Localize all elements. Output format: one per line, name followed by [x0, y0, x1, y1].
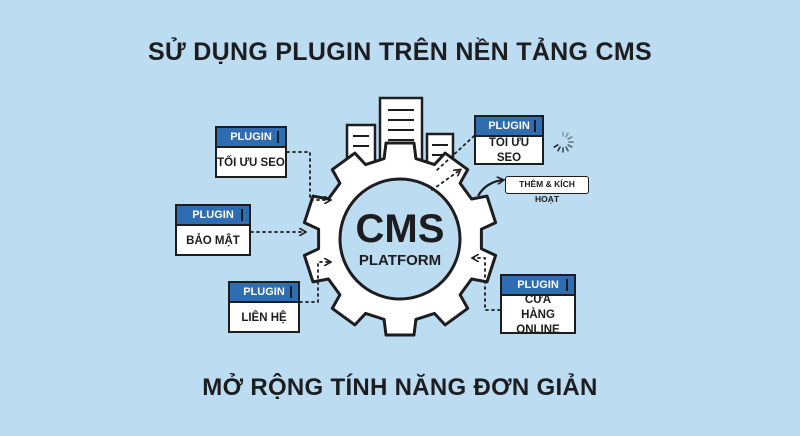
connector-contact [299, 262, 330, 303]
connector-shop [473, 258, 501, 311]
spinner-dash [557, 146, 561, 152]
plugin-header: PLUGIN [230, 283, 298, 303]
activate-button[interactable]: THÊM & KÍCH HOẠT [505, 176, 589, 204]
plugin-label: CỬA HÀNG ONLINE [516, 293, 560, 334]
spinner-dash [567, 144, 573, 148]
connector-seo-right-top [436, 135, 475, 171]
plugin-header: PLUGIN [502, 276, 574, 296]
plugin-label: TỐI ƯU SEO [488, 137, 530, 164]
spinner-dash [565, 146, 569, 152]
plugin-seo-right[interactable]: PLUGIN TỐI ƯU SEO [474, 115, 544, 165]
page-title: SỬ DỤNG PLUGIN TRÊN NỀN TẢNG CMS [148, 38, 652, 66]
plugin-header: PLUGIN [476, 117, 542, 137]
loading-spinner-icon [553, 131, 574, 153]
plugin-header: PLUGIN [177, 206, 249, 226]
spinner-dash [553, 144, 559, 148]
plugin-label: TỐI ƯU SEO [217, 156, 285, 169]
spinner-dash [567, 136, 573, 140]
connector-seo-left [286, 151, 330, 200]
spinner-dash [565, 132, 569, 138]
activate-arrow [477, 180, 503, 197]
connector-seo-right [431, 170, 460, 191]
plugin-header: PLUGIN [217, 128, 285, 148]
plugin-security[interactable]: PLUGIN BẢO MẬT [175, 204, 251, 256]
plugin-contact[interactable]: PLUGIN LIÊN HỆ [228, 281, 300, 333]
platform-circle [338, 177, 462, 301]
plugin-seo-left[interactable]: PLUGIN TỐI ƯU SEO [215, 126, 287, 178]
platform-sub-text: PLATFORM [359, 252, 441, 269]
platform-main-text: CMS [356, 207, 445, 251]
plugin-shop[interactable]: PLUGIN CỬA HÀNG ONLINE [500, 274, 576, 334]
plugin-label: BẢO MẬT [186, 234, 240, 247]
plugin-label: LIÊN HỆ [241, 311, 287, 324]
page-subtitle: MỞ RỘNG TÍNH NĂNG ĐƠN GIẢN [202, 374, 598, 401]
